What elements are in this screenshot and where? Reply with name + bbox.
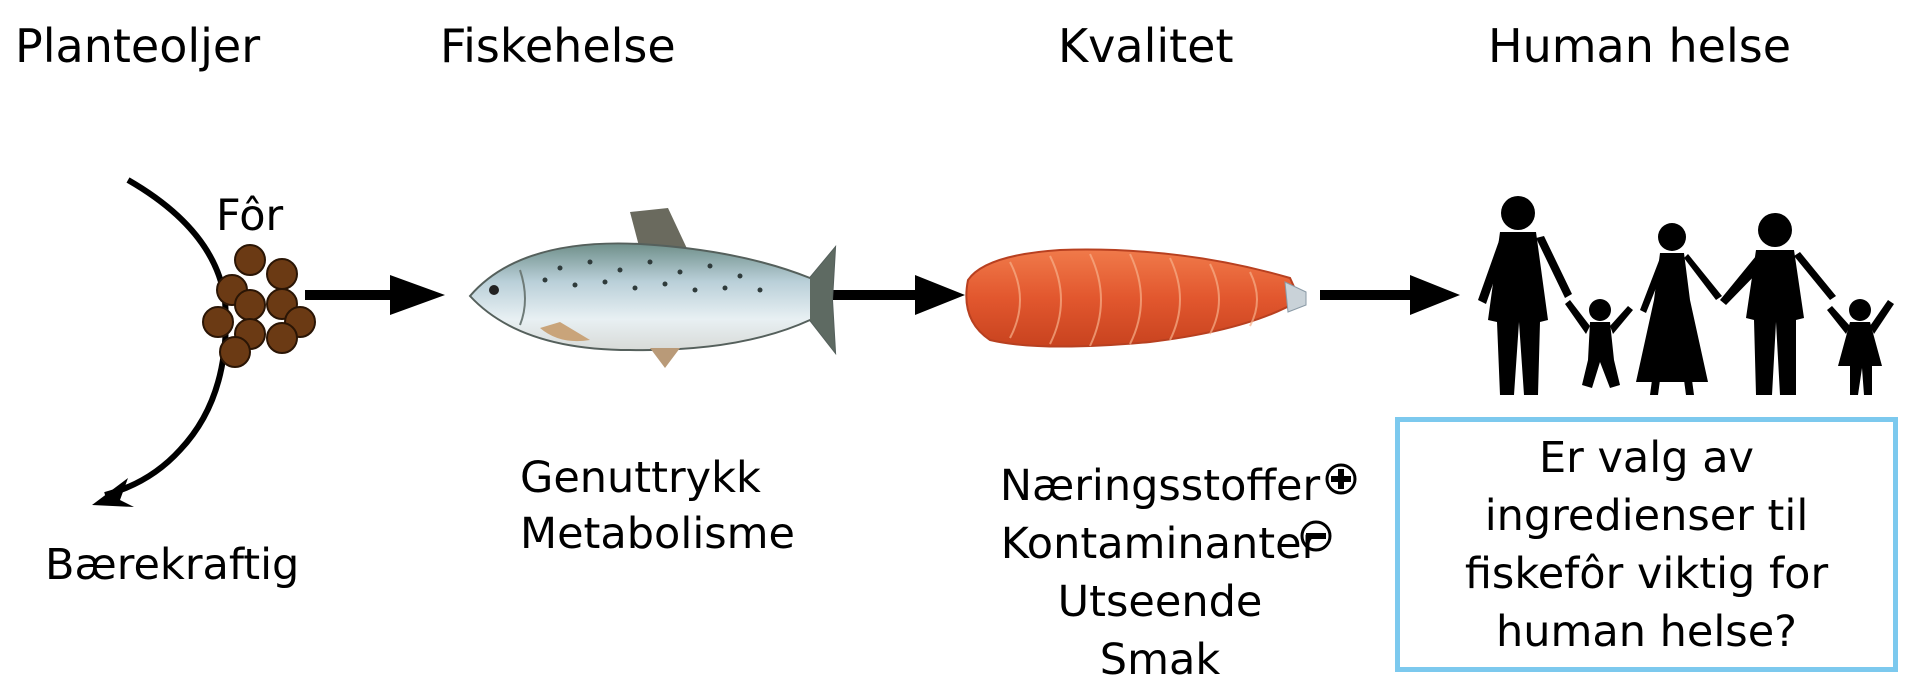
- quality-item: Kontaminanter: [940, 516, 1380, 572]
- flow-arrow-3-icon: [1320, 275, 1460, 315]
- sustainability-cycle-arrow-icon: [92, 180, 226, 507]
- question-box: Er valg av ingredienser til fiskefôr vik…: [1395, 417, 1898, 672]
- flow-arrow-1-icon: [305, 275, 445, 315]
- flow-arrow-2-icon: [820, 275, 965, 315]
- quality-item: Utseende: [940, 574, 1380, 630]
- feed-pellets-icon: [203, 245, 315, 367]
- quality-list: Næringsstoffer Kontaminanter Utseende Sm…: [940, 458, 1380, 682]
- salmon-icon: [470, 208, 835, 368]
- quality-item: Næringsstoffer: [940, 458, 1380, 514]
- fish-health-item: Genuttrykk: [520, 450, 795, 506]
- salmon-fillet-icon: [966, 250, 1306, 347]
- sustainable-label: Bærekraftig: [45, 537, 299, 593]
- fish-health-list: Genuttrykk Metabolisme: [520, 450, 795, 562]
- family-silhouette-icon: [1478, 196, 1894, 395]
- quality-item: Smak: [940, 632, 1380, 688]
- question-text: Er valg av ingredienser til fiskefôr vik…: [1465, 429, 1828, 661]
- feed-label: Fôr: [216, 188, 283, 244]
- fish-health-item: Metabolisme: [520, 506, 795, 562]
